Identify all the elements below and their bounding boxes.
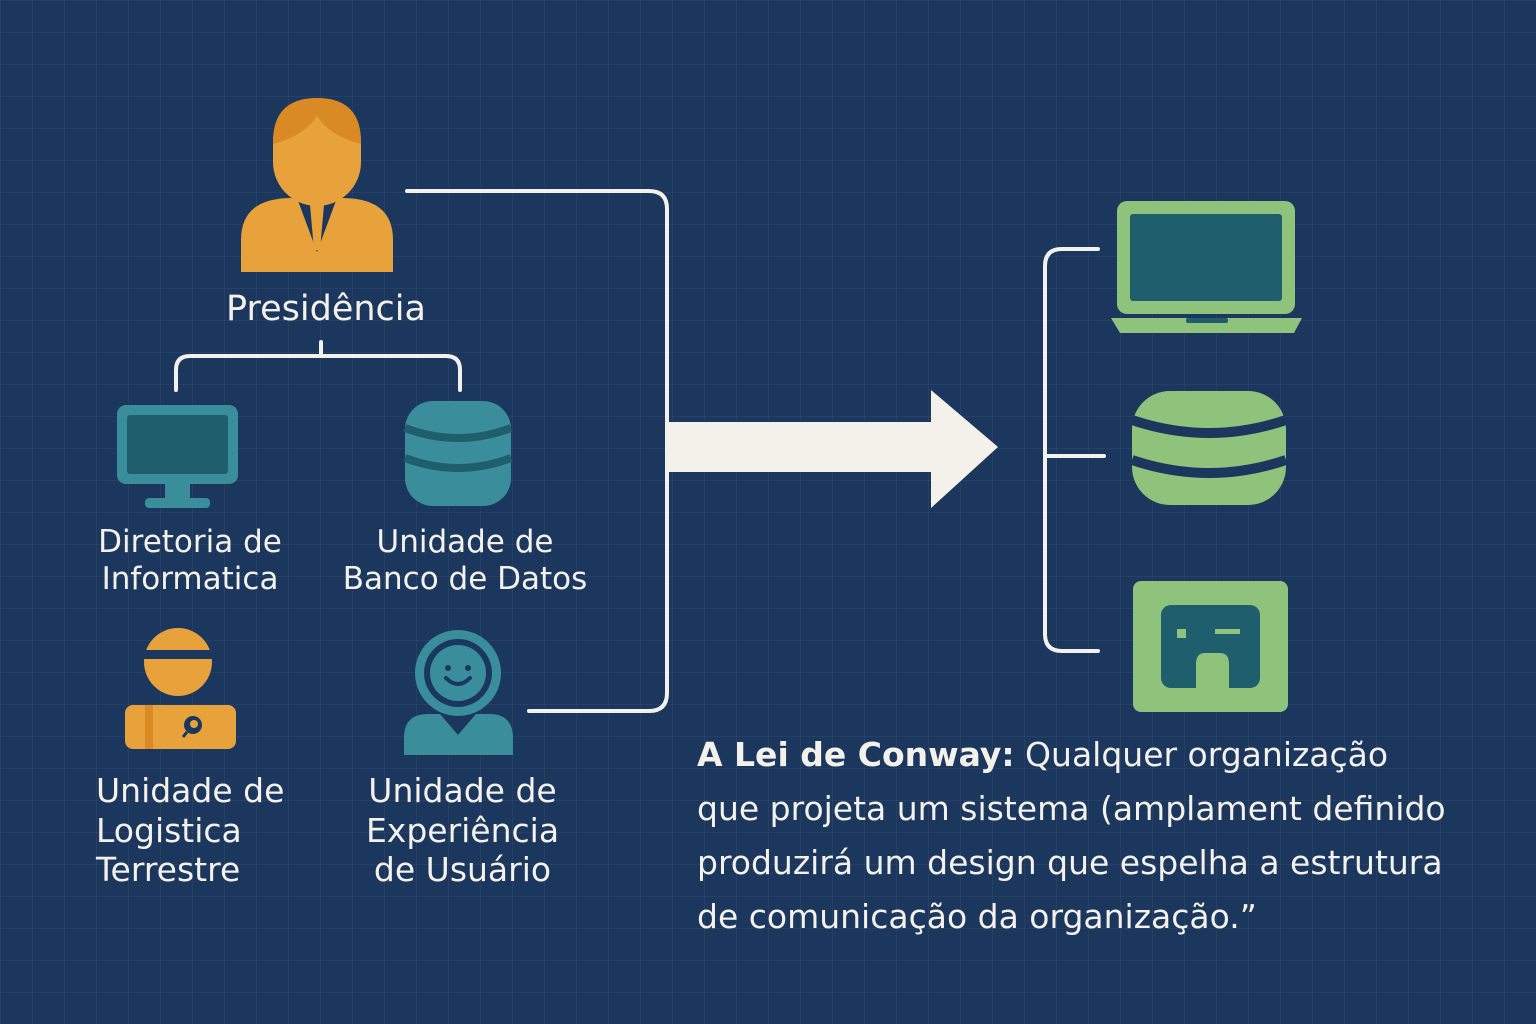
database-icon bbox=[1130, 391, 1288, 505]
quote-line-2: que projeta um sistema (amplament defini… bbox=[697, 789, 1446, 828]
quote-title: A Lei de Conway: bbox=[697, 735, 1015, 774]
quote-line-3: produzirá um design que espelha a estrut… bbox=[697, 843, 1443, 882]
user-smile-icon bbox=[404, 630, 513, 755]
quote-line-4: de comunicação da organização.” bbox=[697, 897, 1257, 936]
system-connectors bbox=[1043, 247, 1106, 653]
logistica-label: Unidade de Logistica Terrestre bbox=[96, 771, 285, 890]
quote-line-1: A Lei de Conway: Qualquer organização bbox=[697, 728, 1527, 782]
mapping-arrow bbox=[667, 390, 998, 508]
conway-law-quote: A Lei de Conway: Qualquer organização qu… bbox=[697, 728, 1527, 944]
system-bracket bbox=[1043, 247, 1100, 653]
presidencia-branch-connector bbox=[174, 340, 462, 392]
experiencia-label: Unidade de Experiência de Usuário bbox=[365, 771, 560, 890]
monitor-icon bbox=[117, 405, 238, 508]
worker-helmet-icon bbox=[125, 628, 236, 749]
executive-person-icon bbox=[241, 98, 393, 272]
informatica-label: Diretoria de Informatica bbox=[98, 524, 282, 598]
database-icon bbox=[403, 401, 513, 506]
quote-line-1-rest: Qualquer organização bbox=[1014, 735, 1389, 774]
laptop-icon bbox=[1111, 201, 1302, 333]
banco-de-datos-label: Unidade de Banco de Datos bbox=[342, 524, 588, 598]
app-window-icon bbox=[1133, 581, 1288, 712]
presidencia-label: Presidência bbox=[226, 289, 426, 329]
